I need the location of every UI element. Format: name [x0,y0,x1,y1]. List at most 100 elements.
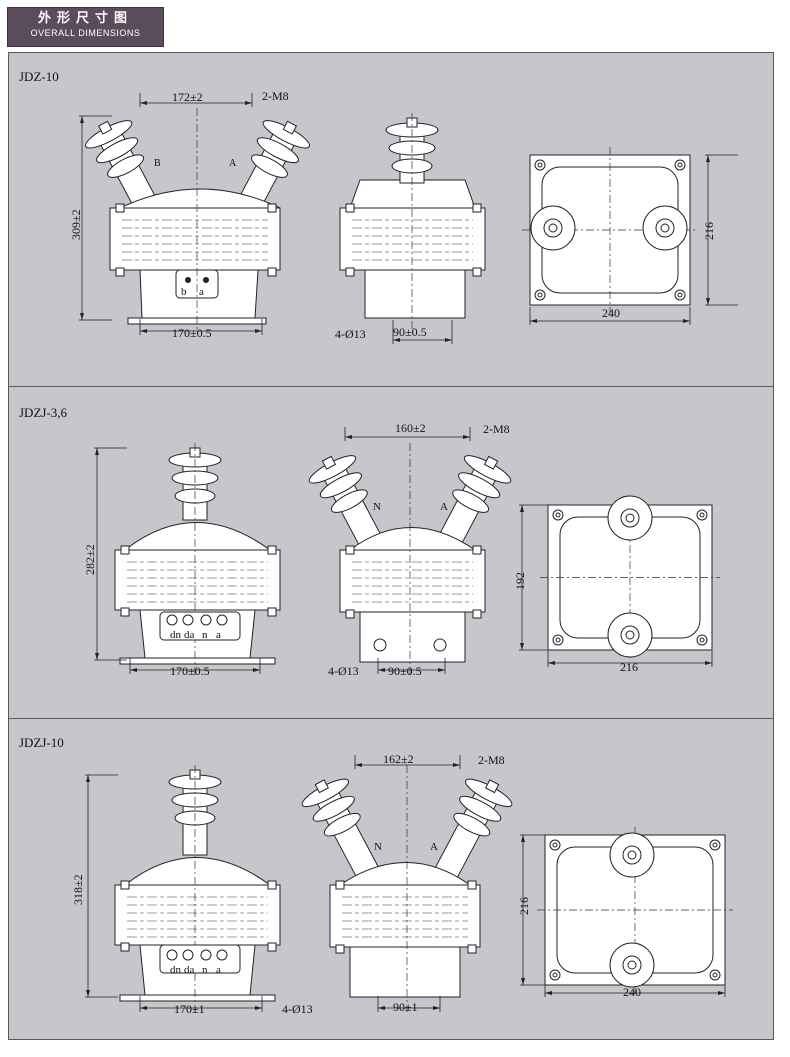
terminal-icon [203,277,209,283]
terminal-label: n [202,964,208,976]
housing-dome [348,527,477,551]
dim-terminal-spacing: 162±2 [383,752,414,766]
insulator [84,120,162,219]
dim-base-width: 170±0.5 [170,664,210,678]
dim-terminal-spacing: 172±2 [172,90,203,104]
terminal-icon [166,614,178,626]
bolt-icon [115,267,125,277]
insulator-shed [459,795,502,822]
mounting-hole-icon [677,162,683,168]
transformer-core [329,884,481,948]
bolt-icon [267,545,277,555]
model-label: JDZJ-3,6 [19,405,68,420]
bolt-icon [467,944,477,954]
terminal-bolt [97,120,113,135]
insulator-shed [452,489,490,513]
dim-height: 318±2 [71,874,85,905]
header-title-cn: 外形尺寸图 [37,11,133,26]
terminal-label: n [202,629,208,641]
insulator-shed [453,812,491,837]
bushing-top-icon [660,223,670,233]
dim-side-spacing: 90±0.5 [388,664,422,678]
dim-thread: 2-M8 [478,753,505,767]
bolt-icon [467,880,477,890]
insulator-label: A [229,158,237,169]
dim-thread: 2-M8 [483,422,510,436]
insulator-shed [312,795,355,822]
insulator [308,455,382,547]
terminal-label: da [184,629,195,641]
dim-base-width: 170±0.5 [172,326,212,340]
bolt-icon [120,880,130,890]
mounting-hole-icon [537,292,543,298]
terminal-icon [182,614,194,626]
base-block [364,269,466,319]
bolt-icon [267,942,277,952]
housing-dome [349,179,476,209]
dim-top-width: 216 [620,660,638,674]
mounting-hole-icon [699,512,705,518]
arrow-icon [378,668,445,672]
transformer-core [114,549,281,611]
bolt-icon [472,203,482,213]
terminal-bolt [484,779,500,794]
dim-top-depth: 216 [702,222,716,240]
terminal-label: a [216,629,221,641]
base-block [349,946,461,998]
dim-top-depth: 192 [513,572,527,590]
terminal-bolt [321,455,337,470]
mounting-hole-icon [712,842,718,848]
bolt-icon [335,944,345,954]
housing-dome [123,857,272,886]
terminal-icon [216,614,228,626]
bolt-icon [345,545,355,555]
transformer-core [339,549,486,613]
insulator-shed [330,489,368,513]
insulator-label: N [373,501,381,513]
terminal-bolt [282,120,298,135]
terminal-label: dn [170,964,182,976]
terminal-icon [166,949,178,961]
dim-terminal-spacing: 160±2 [395,421,426,435]
mounting-hole-icon [433,638,447,652]
bolt-icon [267,880,277,890]
terminal-label: da [184,964,195,976]
model-label: JDZJ-10 [19,735,64,750]
insulator-shed [458,472,501,499]
bolt-icon [335,880,345,890]
terminal-icon [216,949,228,961]
bolt-icon [472,545,482,555]
model-label: JDZ-10 [19,69,59,84]
dim-holes: 4-Ø13 [328,664,359,678]
bushing-top-icon [627,960,637,970]
base-plate [119,657,276,665]
bolt-icon [267,607,277,617]
dim-top-width: 240 [602,306,620,320]
bolt-icon [345,267,355,277]
transformer-core [109,207,281,271]
dim-height: 309±2 [69,209,83,240]
bolt-icon [345,203,355,213]
mounting-hole-icon [552,842,558,848]
bushing-top-icon [548,223,558,233]
insulator-shed [96,137,139,164]
insulator-shed [107,154,145,178]
terminal-label: a [199,286,204,298]
insulator-label: A [440,501,448,513]
bushing-top-icon [625,630,635,640]
bolt-icon [472,267,482,277]
section-header: 外形尺寸图 OVERALL DIMENSIONS [7,7,164,47]
bolt-icon [472,609,482,619]
insulator-label: A [430,841,438,853]
bolt-icon [120,607,130,617]
bolt-icon [345,609,355,619]
base-plate [119,994,276,1002]
housing-dome [338,862,472,886]
terminal-label: b [181,286,187,298]
terminal-icon [185,277,191,283]
dim-base-width: 170±1 [174,1002,205,1016]
arrow-icon [378,1006,440,1010]
bolt-icon [267,203,277,213]
transformer-core [114,884,281,946]
